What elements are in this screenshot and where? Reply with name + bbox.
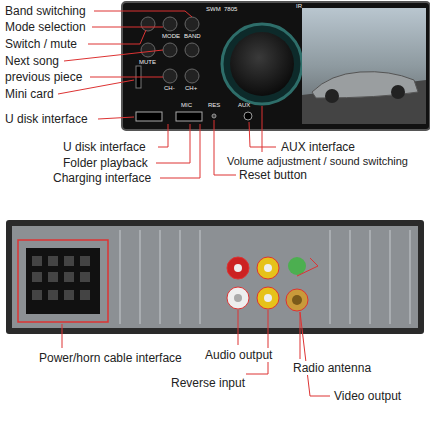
callout-label: U disk interface <box>4 112 89 126</box>
device-marking: MODE <box>162 33 180 40</box>
front-panel <box>122 2 430 130</box>
callout-label: Radio antenna <box>292 361 372 375</box>
leader-lines <box>58 11 276 178</box>
aux-jack <box>244 112 252 120</box>
reset-hole <box>212 114 216 118</box>
callout-label: AUX interface <box>280 140 356 154</box>
callout-label: previous piece <box>4 70 83 84</box>
callout-label: Charging interface <box>52 171 152 185</box>
sticker <box>288 257 306 275</box>
callout-label: Band switching <box>4 4 87 18</box>
callout-label: Switch / mute <box>4 37 78 51</box>
callout-label: Reset button <box>238 168 308 182</box>
device-marking: MIC <box>181 102 192 109</box>
knob <box>230 32 294 96</box>
iso-connector <box>26 248 100 314</box>
rear-frame <box>6 220 424 334</box>
device-marking: CH+ <box>185 85 197 92</box>
usb-port <box>176 112 202 121</box>
callout-label: Mode selection <box>4 20 87 34</box>
device-marking: IR <box>296 3 302 10</box>
callout-label: Power/horn cable interface <box>38 351 183 365</box>
knob-ring <box>222 24 302 104</box>
antenna-socket <box>286 289 308 311</box>
device-marking: CH- <box>164 85 175 92</box>
callout-label: Next song <box>4 54 60 68</box>
callout-label: Volume adjustment / sound switching <box>226 154 409 168</box>
callout-label: Mini card <box>4 87 55 101</box>
ridges <box>120 230 410 324</box>
callout-label: Reverse input <box>170 376 246 390</box>
device-marking: AUX <box>238 102 250 109</box>
rca-white <box>227 287 249 309</box>
device-marking: SWM <box>206 6 221 13</box>
callout-label: U disk interface <box>62 140 147 154</box>
leader-lines <box>62 258 330 396</box>
callout-label: Video output <box>333 389 402 403</box>
pins <box>32 256 90 300</box>
usb-port <box>136 112 162 121</box>
device-marking: MUTE <box>139 59 156 66</box>
device-marking: 7805 <box>224 6 237 13</box>
rca-yellow <box>257 287 279 309</box>
callout-label: Folder playback <box>62 156 149 170</box>
device-marking: BAND <box>184 33 201 40</box>
connector-outline <box>18 240 108 322</box>
screen <box>302 8 426 124</box>
callout-label: Audio output <box>204 348 273 362</box>
rear-plate <box>12 226 418 328</box>
rca-yellow <box>257 257 279 279</box>
rca-red <box>227 257 249 279</box>
device-marking: RES <box>208 102 220 109</box>
